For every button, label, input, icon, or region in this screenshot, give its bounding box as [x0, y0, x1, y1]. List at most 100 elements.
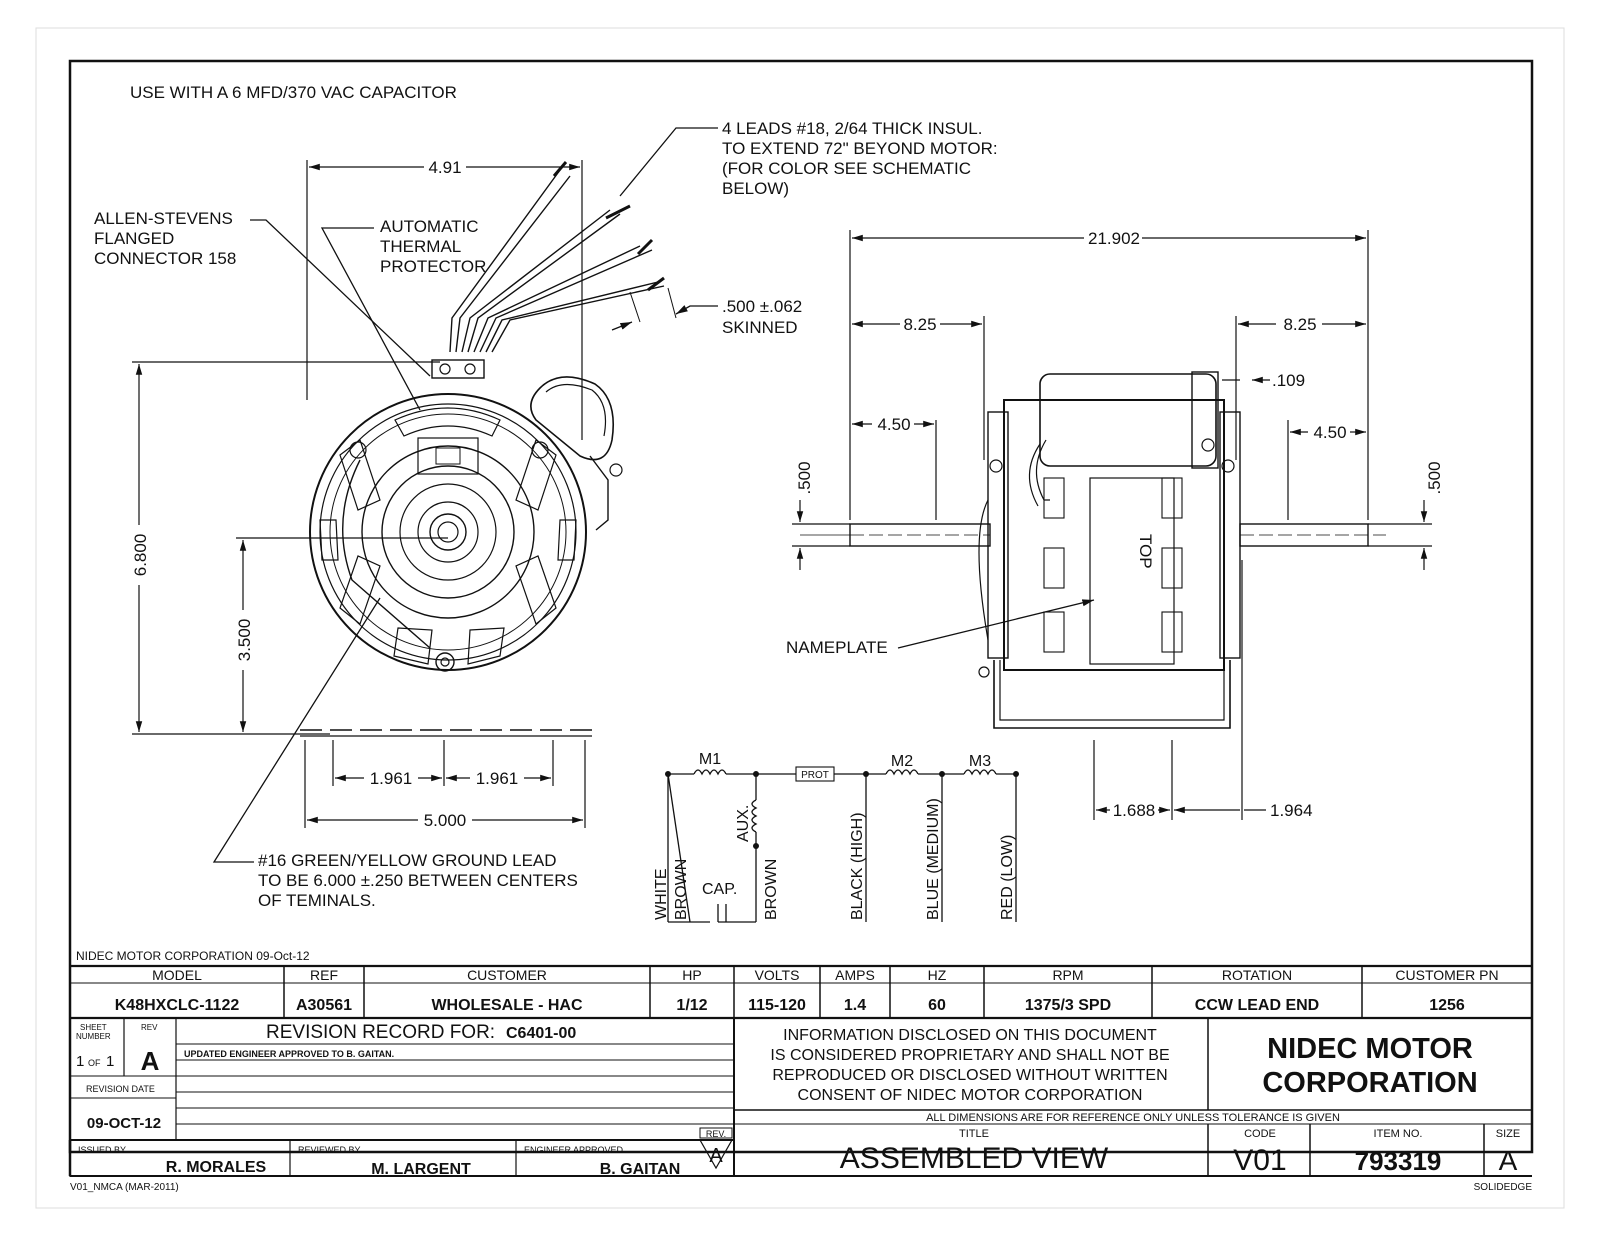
nameplate-label: NAMEPLATE	[786, 638, 888, 657]
wiring-schematic	[667, 766, 1017, 923]
svg-text:MODEL: MODEL	[152, 967, 202, 983]
svg-text:CUSTOMER PN: CUSTOMER PN	[1395, 967, 1498, 983]
footer-left: V01_NMCA (MAR-2011)	[70, 1182, 179, 1193]
svg-text:.500 ±.062: .500 ±.062	[722, 297, 802, 316]
dim-base-width: 5.000	[424, 811, 467, 830]
dim-overall-length: 21.902	[1088, 229, 1140, 248]
dim-mount-left: 1.961	[370, 769, 413, 788]
winding-m2: M2	[891, 753, 913, 770]
side-view-motor	[800, 371, 1386, 729]
svg-text:4 LEADS #18, 2/64 THICK IN: 4 LEADS #18, 2/64 THICK INSUL.	[722, 119, 982, 138]
svg-text:ALLEN-STEVENS: ALLEN-STEVENS	[94, 209, 233, 228]
svg-text:INFORMATION DISCLOSED ON THIS: INFORMATION DISCLOSED ON THIS DOCUMENT	[783, 1027, 1157, 1044]
svg-text:#16 GREEN/YELLOW GROUND LEA: #16 GREEN/YELLOW GROUND LEAD	[258, 851, 557, 870]
revision-note: UPDATED ENGINEER APPROVED TO B. GAITAN.	[184, 1049, 394, 1059]
svg-text:REPRODUCED OR DISCLOSED WITHOU: REPRODUCED OR DISCLOSED WITHOUT WRITTEN	[772, 1067, 1167, 1084]
leads-leader	[619, 127, 718, 197]
dim-shaft-right: 8.25	[1283, 315, 1316, 334]
dim-flat-right: 4.50	[1313, 423, 1346, 442]
engineer-label: ENGINEER APPROVED	[524, 1145, 624, 1155]
code-label: CODE	[1244, 1128, 1276, 1140]
svg-text:OF TEMINALS.: OF TEMINALS.	[258, 891, 376, 910]
lead-brown: BROWN	[673, 859, 690, 920]
dim-flat-left: 4.50	[877, 415, 910, 434]
title-label: TITLE	[959, 1128, 989, 1140]
dim-shaft-dia-right: .500	[1425, 461, 1444, 494]
lead-white: WHITE	[653, 868, 670, 920]
ground-note: #16 GREEN/YELLOW GROUND LEAD TO BE 6.000…	[258, 851, 578, 910]
revision-date-label: REVISION DATE	[86, 1084, 155, 1094]
svg-text:1375/3 SPD: 1375/3 SPD	[1025, 997, 1111, 1014]
connector-leader	[250, 219, 431, 377]
svg-text:CONSENT OF NIDEC MOTOR CORPORA: CONSENT OF NIDEC MOTOR CORPORATION	[798, 1087, 1143, 1104]
dim-base-right: 1.964	[1270, 801, 1313, 820]
svg-text:CORPORATION: CORPORATION	[1262, 1067, 1477, 1099]
reviewed-by-label: REVIEWED BY	[298, 1145, 361, 1155]
svg-text:CUSTOMER: CUSTOMER	[467, 967, 547, 983]
svg-text:60: 60	[928, 997, 946, 1014]
sheet-total: 1	[106, 1053, 114, 1070]
revision-record-label: REVISION RECORD FOR:	[266, 1022, 495, 1043]
aux-label: AUX.	[735, 805, 752, 842]
revision-date: 09-OCT-12	[87, 1115, 161, 1132]
svg-text:TO BE 6.000 ±.250 BETWEEN CENT: TO BE 6.000 ±.250 BETWEEN CENTERS	[258, 871, 578, 890]
svg-text:1.4: 1.4	[844, 997, 866, 1014]
leads-note: 4 LEADS #18, 2/64 THICK INSUL. TO EXTEND…	[722, 119, 998, 198]
skinned-note: .500 ±.062 SKINNED	[722, 297, 802, 337]
company-name: NIDEC MOTOR CORPORATION	[1262, 1033, 1477, 1099]
reviewed-by: M. LARGENT	[371, 1161, 471, 1178]
engineer: B. GAITAN	[600, 1161, 681, 1178]
front-view-motor	[300, 161, 665, 737]
dim-shaft-left: 8.25	[903, 315, 936, 334]
thermal-note: AUTOMATIC THERMAL PROTECTOR	[380, 217, 486, 276]
lead-brown-2: BROWN	[763, 859, 780, 920]
drawing-title: ASSEMBLED VIEW	[840, 1142, 1109, 1175]
item-number: 793319	[1355, 1146, 1442, 1176]
svg-text:THERMAL: THERMAL	[380, 237, 461, 256]
tolerance-note: ALL DIMENSIONS ARE FOR REFERENCE ONLY UN…	[926, 1112, 1340, 1124]
side-dimensions	[792, 230, 1432, 820]
spec-table-values: K48HXCLC-1122 A30561 WHOLESALE - HAC 1/1…	[115, 997, 1465, 1014]
svg-text:RPM: RPM	[1052, 967, 1083, 983]
svg-text:CCW LEAD END: CCW LEAD END	[1195, 997, 1319, 1014]
svg-text:ROTATION: ROTATION	[1222, 967, 1292, 983]
svg-text:PROTECTOR: PROTECTOR	[380, 257, 486, 276]
winding-m1: M1	[699, 751, 721, 768]
svg-text:A30561: A30561	[296, 997, 352, 1014]
rev-value: A	[141, 1046, 160, 1076]
svg-text:NIDEC MOTOR: NIDEC MOTOR	[1267, 1033, 1473, 1065]
connector-note: ALLEN-STEVENS FLANGED CONNECTOR 158	[94, 209, 236, 268]
page-outline	[35, 27, 1565, 1209]
front-dimensions	[132, 160, 586, 828]
size-label: SIZE	[1496, 1128, 1520, 1140]
svg-text:BELOW): BELOW)	[722, 179, 789, 198]
code-value: V01	[1233, 1144, 1286, 1177]
dim-front-width: 4.91	[428, 158, 461, 177]
svg-text:AUTOMATIC: AUTOMATIC	[380, 217, 479, 236]
sheet-number-label: SHEET	[80, 1023, 107, 1032]
svg-text:HZ: HZ	[928, 967, 947, 983]
svg-text:AMPS: AMPS	[835, 967, 875, 983]
svg-text:1256: 1256	[1429, 997, 1465, 1014]
svg-text:HP: HP	[682, 967, 701, 983]
svg-text:K48HXCLC-1122: K48HXCLC-1122	[115, 997, 240, 1014]
drawing-border	[68, 59, 1534, 1154]
lead-blue: BLUE (MEDIUM)	[925, 798, 942, 920]
proprietary-notice: INFORMATION DISCLOSED ON THIS DOCUMENT I…	[770, 1027, 1169, 1104]
schematic-nodes	[665, 771, 1019, 849]
svg-text:VOLTS: VOLTS	[755, 967, 800, 983]
rev-box-label: REV.	[706, 1129, 726, 1139]
svg-text:NUMBER: NUMBER	[76, 1032, 111, 1041]
svg-text:115-120: 115-120	[748, 997, 806, 1014]
thermal-leader	[320, 227, 421, 411]
spec-table-header: MODEL REF CUSTOMER HP VOLTS AMPS HZ RPM …	[152, 967, 1499, 983]
svg-text:FLANGED: FLANGED	[94, 229, 174, 248]
svg-text:TO EXTEND 72" BEYOND MOTOR:: TO EXTEND 72" BEYOND MOTOR:	[722, 139, 998, 158]
company-date: NIDEC MOTOR CORPORATION 09-Oct-12	[76, 949, 310, 963]
footer-right: SOLIDEDGE	[1474, 1182, 1533, 1193]
item-label: ITEM NO.	[1374, 1128, 1423, 1140]
prot-label: PROT	[801, 770, 829, 781]
svg-text:1/12: 1/12	[676, 997, 707, 1014]
issued-by: R. MORALES	[166, 1159, 267, 1176]
